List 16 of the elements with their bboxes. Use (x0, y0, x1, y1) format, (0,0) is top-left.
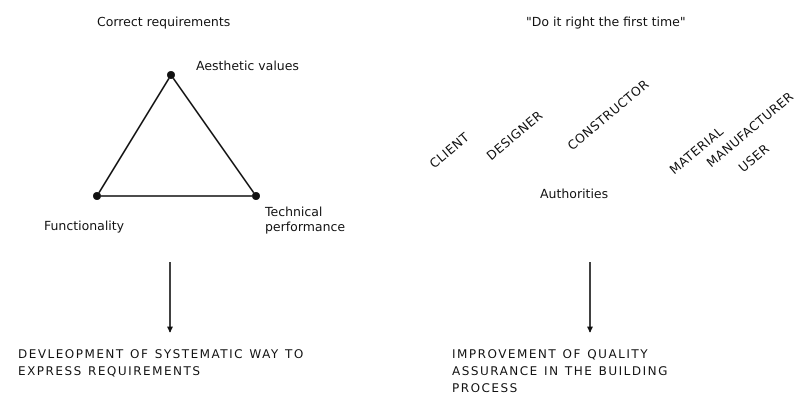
triangle-side (172, 78, 254, 194)
arrow (587, 262, 593, 333)
vertex-label: Functionality (44, 218, 124, 233)
vertex-dot (93, 192, 101, 200)
triangle-side (101, 195, 252, 197)
vertex-label: Technical performance (265, 204, 345, 234)
conclusion-text: IMPROVEMENT OF QUALITY ASSURANCE IN THE BUILDING PROCESS (452, 346, 670, 397)
heading-text: "Do it right the first time" (526, 14, 686, 29)
heading-text: Correct requirements (97, 14, 230, 29)
vertex-dot (252, 192, 260, 200)
participant-label: Authorities (540, 186, 608, 201)
conclusion-text: DEVLEOPMENT OF SYSTEMATIC WAY TO EXPRESS REQUIREMENTS (18, 346, 306, 380)
vertex-dot (167, 71, 175, 79)
arrow (167, 262, 173, 333)
vertex-label: Aesthetic values (196, 58, 299, 73)
triangle-side (98, 78, 170, 193)
